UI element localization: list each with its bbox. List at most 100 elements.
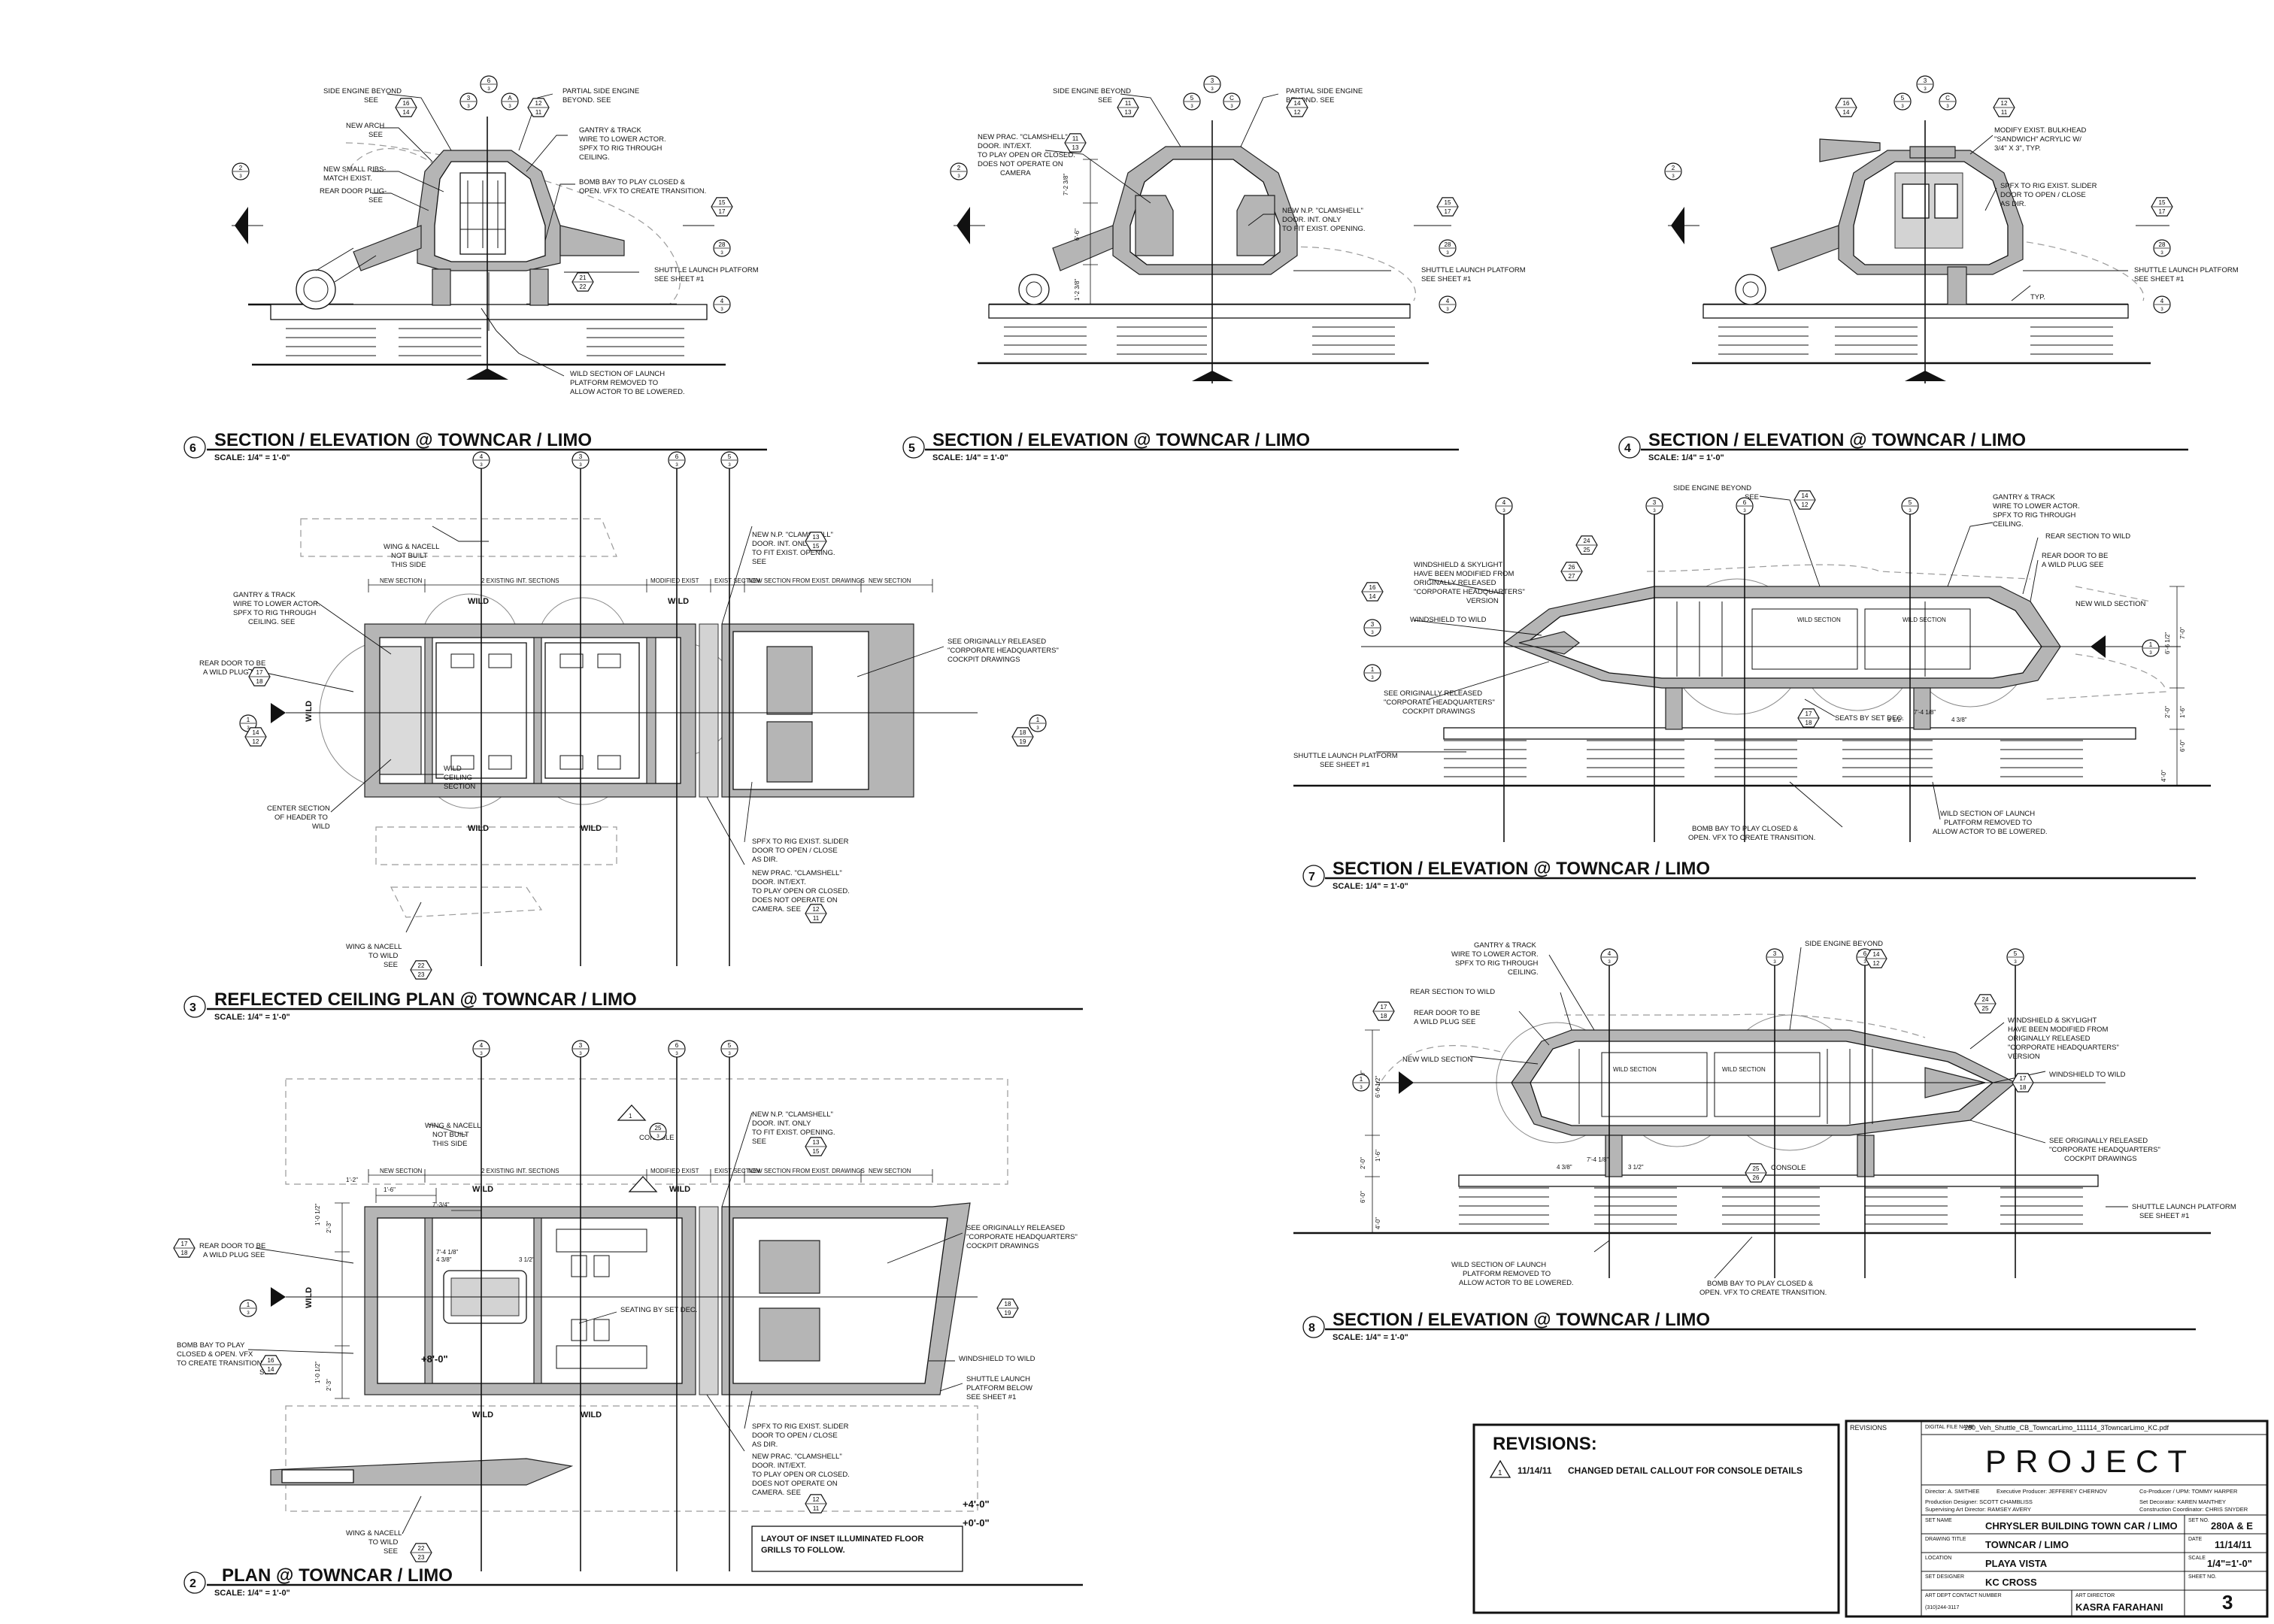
credit-set-decorator: Set Decorator: KAREN MANTHEY xyxy=(2139,1498,2226,1505)
svg-text:NEW N.P. "CLAMSHELL": NEW N.P. "CLAMSHELL" xyxy=(1282,207,1363,215)
svg-text:SEATS BY SET DEC.: SEATS BY SET DEC. xyxy=(1835,714,1904,723)
svg-text:18: 18 xyxy=(1005,1301,1011,1307)
svg-text:SHUTTLE LAUNCH: SHUTTLE LAUNCH xyxy=(966,1375,1030,1383)
svg-text:3: 3 xyxy=(656,1135,659,1139)
svg-text:TO FIT EXIST. OPENING.: TO FIT EXIST. OPENING. xyxy=(752,1129,835,1137)
svg-text:OF HEADER TO: OF HEADER TO xyxy=(274,814,328,822)
svg-text:3: 3 xyxy=(720,251,723,256)
svg-text:COCKPIT DRAWINGS: COCKPIT DRAWINGS xyxy=(948,656,1020,664)
svg-text:WILD SECTION: WILD SECTION xyxy=(1797,617,1841,623)
svg-text:TO PLAY OPEN OR CLOSED.: TO PLAY OPEN OR CLOSED. xyxy=(752,1471,850,1479)
svg-text:WILD: WILD xyxy=(444,765,462,773)
svg-text:3: 3 xyxy=(1863,960,1866,965)
svg-text:3: 3 xyxy=(1608,960,1611,965)
view-8-number: 8 xyxy=(1308,1322,1315,1335)
svg-text:22: 22 xyxy=(580,283,587,290)
svg-text:WING & NACELL: WING & NACELL xyxy=(346,1529,402,1538)
tb-art-dept-label: ART DEPT CONTACT NUMBER xyxy=(1925,1593,2002,1598)
svg-text:13: 13 xyxy=(813,1139,820,1146)
svg-text:REAR DOOR TO BE: REAR DOOR TO BE xyxy=(199,1242,265,1250)
svg-text:4 3/8": 4 3/8" xyxy=(436,1256,452,1263)
svg-text:3: 3 xyxy=(1360,1086,1363,1090)
svg-text:18: 18 xyxy=(256,678,263,685)
svg-text:NEW PRAC. "CLAMSHELL": NEW PRAC. "CLAMSHELL" xyxy=(752,1453,842,1461)
svg-text:12: 12 xyxy=(535,100,542,107)
credit-production-designer: Production Designer: SCOTT CHAMBLISS xyxy=(1925,1498,2033,1505)
svg-text:3: 3 xyxy=(480,463,483,468)
view-3-number: 3 xyxy=(190,1001,196,1014)
svg-text:3: 3 xyxy=(1946,105,1949,109)
svg-text:27: 27 xyxy=(1569,573,1575,580)
svg-text:HAVE BEEN MODIFIED FROM: HAVE BEEN MODIFIED FROM xyxy=(1414,570,1514,578)
v2-seg-modified: MODIFIED EXIST xyxy=(650,1168,699,1174)
svg-text:ORIGINALLY RELEASED: ORIGINALLY RELEASED xyxy=(2008,1035,2091,1043)
svg-text:GANTRY & TRACK: GANTRY & TRACK xyxy=(233,591,296,599)
svg-text:1: 1 xyxy=(2149,641,2153,648)
section-marker-bubble: 43 xyxy=(713,295,731,314)
revision-text: CHANGED DETAIL CALLOUT FOR CONSOLE DETAI… xyxy=(1568,1465,1803,1476)
section-marker-bubble: 43 xyxy=(2153,295,2171,314)
svg-text:SPFX TO RIG EXIST. SLIDER: SPFX TO RIG EXIST. SLIDER xyxy=(752,838,849,846)
svg-text:OPEN. VFX TO CREATE TRANSITION: OPEN. VFX TO CREATE TRANSITION. xyxy=(579,187,706,195)
svg-text:5: 5 xyxy=(1909,499,1912,506)
section-marker-bubble: 23 xyxy=(232,162,250,180)
tb-sheet-no-label: SHEET NO. xyxy=(2188,1574,2217,1580)
svg-text:WING & NACELL: WING & NACELL xyxy=(384,543,439,551)
svg-text:CEILING.: CEILING. xyxy=(1993,520,2024,529)
tb-set-designer: KC CROSS xyxy=(1985,1577,2037,1588)
svg-text:25: 25 xyxy=(1753,1165,1760,1172)
v2-seg-new-from-exist: NEW SECTION FROM EXIST. DRAWINGS xyxy=(748,1168,865,1174)
svg-text:6: 6 xyxy=(487,77,491,84)
revisions-heading: REVISIONS: xyxy=(1493,1434,1597,1454)
svg-text:SEE: SEE xyxy=(1098,96,1112,105)
svg-text:TO FIT EXIST. OPENING.: TO FIT EXIST. OPENING. xyxy=(752,549,835,557)
reference-bubbles: 161412113363A323151728343212211131412533… xyxy=(173,75,2173,1562)
svg-text:WINDSHIELD TO WILD: WINDSHIELD TO WILD xyxy=(2049,1071,2126,1079)
svg-text:18: 18 xyxy=(2020,1084,2027,1091)
svg-text:14: 14 xyxy=(403,109,410,116)
svg-text:17: 17 xyxy=(2159,208,2166,215)
svg-text:NEW N.P. "CLAMSHELL": NEW N.P. "CLAMSHELL" xyxy=(752,1110,833,1119)
svg-text:SPFX TO RIG THROUGH: SPFX TO RIG THROUGH xyxy=(233,609,316,617)
svg-text:"CORPORATE HEADQUARTERS": "CORPORATE HEADQUARTERS" xyxy=(966,1233,1078,1241)
svg-text:6'-6": 6'-6" xyxy=(1074,229,1081,241)
svg-text:LAYOUT OF INSET ILLUMINATED FL: LAYOUT OF INSET ILLUMINATED FLOOR xyxy=(761,1535,923,1544)
svg-text:6'-0": 6'-0" xyxy=(2179,740,2186,752)
svg-text:SPFX TO RIG THROUGH: SPFX TO RIG THROUGH xyxy=(1993,511,2075,520)
svg-text:6: 6 xyxy=(675,1042,679,1049)
svg-text:SEE: SEE xyxy=(368,196,383,205)
svg-text:"CORPORATE HEADQUARTERS": "CORPORATE HEADQUARTERS" xyxy=(2049,1146,2160,1154)
v3-seg-existing: 2 EXISTING INT. SECTIONS xyxy=(481,577,559,584)
svg-text:HAVE BEEN MODIFIED FROM: HAVE BEEN MODIFIED FROM xyxy=(2008,1026,2108,1034)
svg-text:3: 3 xyxy=(1036,726,1039,731)
svg-text:PLATFORM REMOVED TO: PLATFORM REMOVED TO xyxy=(1944,819,2032,827)
svg-text:1'-2": 1'-2" xyxy=(346,1177,358,1183)
svg-text:11: 11 xyxy=(813,915,820,922)
svg-text:A WILD PLUG SEE: A WILD PLUG SEE xyxy=(1414,1018,1475,1026)
svg-text:WING & NACELL: WING & NACELL xyxy=(425,1122,481,1130)
svg-text:7'-0": 7'-0" xyxy=(2179,627,2186,639)
svg-text:SHUTTLE LAUNCH PLATFORM: SHUTTLE LAUNCH PLATFORM xyxy=(2132,1203,2236,1211)
svg-text:13: 13 xyxy=(1125,109,1132,116)
svg-text:DOOR. INT. ONLY: DOOR. INT. ONLY xyxy=(752,540,811,548)
svg-text:DOOR TO OPEN / CLOSE: DOOR TO OPEN / CLOSE xyxy=(752,1432,838,1440)
svg-text:5: 5 xyxy=(2014,950,2018,957)
svg-text:3: 3 xyxy=(728,1052,731,1056)
svg-text:4: 4 xyxy=(480,453,484,460)
svg-text:DOES NOT OPERATE ON: DOES NOT OPERATE ON xyxy=(752,1480,838,1488)
view-8-scale: SCALE: 1/4" = 1'-0" xyxy=(1333,1333,1408,1342)
svg-text:CAMERA: CAMERA xyxy=(1000,169,1031,177)
svg-text:7'-4 1/8": 7'-4 1/8" xyxy=(436,1249,458,1256)
section-marker-bubble: 53 xyxy=(1901,497,1919,515)
